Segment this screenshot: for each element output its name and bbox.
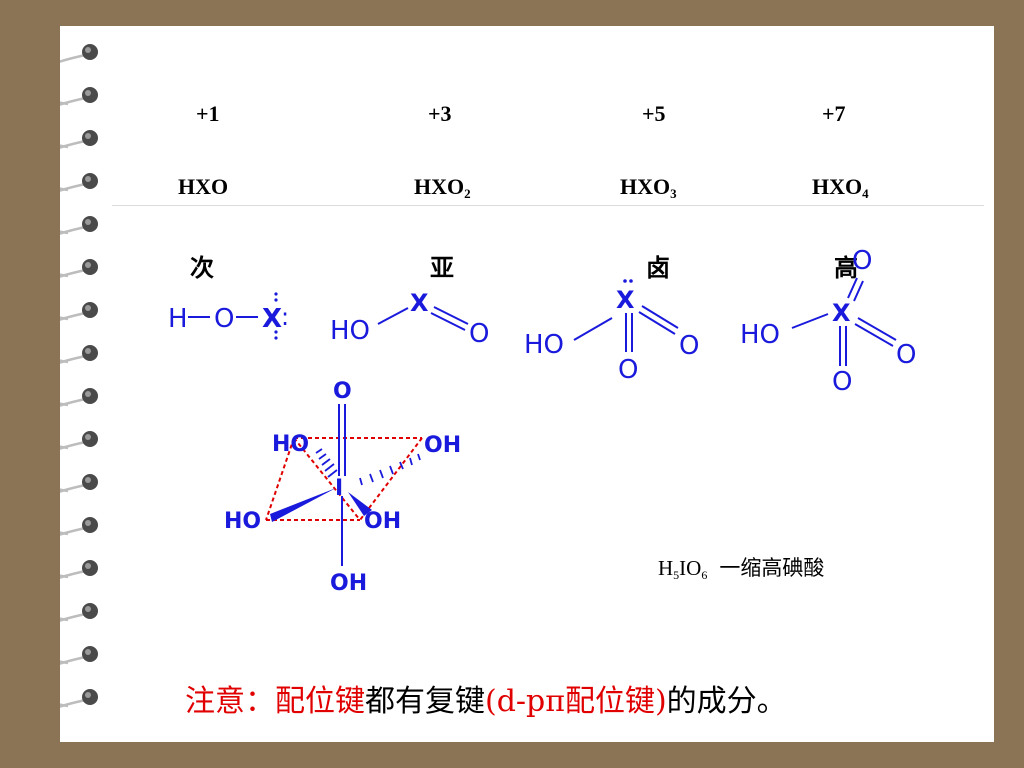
octa-hash-upper-left bbox=[315, 448, 338, 478]
binding-ring bbox=[60, 474, 98, 536]
binding-ring bbox=[60, 560, 98, 622]
per-x-o-right-bond-1 bbox=[857, 317, 897, 341]
structure-diagrams: H O X : HO X O HO X O bbox=[168, 246, 916, 596]
binding-ring bbox=[60, 259, 98, 321]
octa-oh-lower-right-label: OH bbox=[364, 509, 401, 534]
per-o-bottom-label: O bbox=[832, 367, 852, 397]
binding-ring bbox=[60, 44, 98, 106]
note-end: 的成分。 bbox=[666, 684, 787, 719]
binding-ring bbox=[60, 87, 98, 149]
per-x-o-right-bond-2 bbox=[854, 323, 894, 347]
ous-x-o-bond-1 bbox=[433, 306, 469, 325]
note-prefix: 注意： bbox=[185, 684, 275, 719]
periodic-acid-octahedral-structure: O I HO OH HO OH OH bbox=[224, 379, 461, 596]
ic-dot-1 bbox=[623, 279, 627, 283]
formula-hxo3: HXO3 bbox=[620, 174, 677, 201]
prefix-ous: 亚 bbox=[430, 256, 454, 282]
footnote: 注意：配位键都有复键(d-pπ配位键)的成分。 bbox=[185, 676, 787, 720]
binding-ring bbox=[60, 603, 98, 665]
octa-dash-diagonal bbox=[293, 437, 361, 521]
hypo-h-label: H bbox=[168, 304, 188, 334]
hypo-dot-top-2 bbox=[274, 298, 278, 302]
ic-o-right-label: O bbox=[679, 331, 699, 361]
octa-dash-left bbox=[265, 437, 295, 521]
ic-dot-2 bbox=[629, 279, 633, 283]
binding-ring bbox=[60, 130, 98, 192]
spiral-binding bbox=[60, 44, 98, 708]
divider bbox=[112, 205, 984, 206]
structure-halic: HO X O O bbox=[524, 279, 699, 385]
structure-perhalic: HO X O O O bbox=[740, 246, 916, 397]
per-x-o-up-bond-1 bbox=[847, 277, 858, 299]
binding-ring bbox=[60, 173, 98, 235]
formula-hxo: HXO bbox=[178, 174, 229, 199]
slide-page: +1 +3 +5 +7 HXO HXO2 HXO3 HXO4 次 亚 卤 高 H… bbox=[60, 26, 994, 742]
hypo-lone-pair: : bbox=[281, 303, 289, 331]
structure-halous: HO X O bbox=[330, 289, 489, 349]
oxidation-state-7: +7 bbox=[822, 101, 846, 126]
per-o-right-label: O bbox=[896, 340, 916, 370]
ous-ho-label: HO bbox=[330, 316, 370, 346]
binding-ring bbox=[60, 302, 98, 364]
oxidation-state-5: +5 bbox=[642, 101, 666, 126]
hypo-o-label: O bbox=[214, 304, 234, 334]
note-mid: 都有复键 bbox=[365, 684, 485, 719]
ic-x-o-right-bond-1 bbox=[641, 305, 679, 329]
octa-hash-upper-right bbox=[359, 453, 421, 486]
ous-x-label: X bbox=[410, 289, 429, 317]
binding-ring bbox=[60, 646, 98, 708]
note-term: 配位键 bbox=[275, 684, 365, 719]
octa-wedge-lower-right bbox=[348, 492, 372, 516]
octa-oh-bottom-label: OH bbox=[330, 571, 367, 596]
ic-x-label: X bbox=[616, 286, 635, 314]
prefix-halic: 卤 bbox=[646, 256, 670, 282]
ous-x-o-bond-2 bbox=[430, 312, 466, 331]
ous-ho-x-bond bbox=[377, 307, 409, 325]
octa-ho-upper-left-label: HO bbox=[272, 432, 309, 457]
binding-ring bbox=[60, 689, 98, 708]
per-o-top-label: O bbox=[852, 246, 872, 276]
binding-ring bbox=[60, 517, 98, 579]
ic-o-bottom-label: O bbox=[618, 355, 638, 385]
per-ho-label: HO bbox=[740, 320, 780, 350]
ic-ho-x-bond bbox=[573, 317, 613, 341]
ous-o-label: O bbox=[469, 319, 489, 349]
ic-x-o-right-bond-2 bbox=[638, 311, 676, 335]
prefix-per: 高 bbox=[834, 256, 858, 282]
per-ho-x-bond bbox=[791, 313, 829, 329]
prefix-hypo: 次 bbox=[190, 256, 214, 282]
hypo-dot-bottom-2 bbox=[274, 336, 278, 340]
octa-dash-right bbox=[359, 437, 423, 521]
per-x-label: X bbox=[832, 299, 851, 327]
ic-ho-label: HO bbox=[524, 330, 564, 360]
binding-ring bbox=[60, 388, 98, 450]
binding-ring bbox=[60, 216, 98, 278]
hypo-x-label: X bbox=[262, 304, 282, 334]
formula-hxo4: HXO4 bbox=[812, 174, 869, 201]
per-x-o-up-bond-2 bbox=[853, 280, 864, 302]
octa-o-top-label: O bbox=[333, 379, 352, 404]
hypo-dot-top-1 bbox=[274, 292, 278, 296]
formula-hxo2: HXO2 bbox=[414, 174, 471, 201]
binding-ring bbox=[60, 345, 98, 407]
structure-hypohalous: H O X : bbox=[168, 292, 289, 340]
oxidation-state-3: +3 bbox=[428, 101, 452, 126]
hypo-dot-bottom-1 bbox=[274, 330, 278, 334]
octa-wedge-lower-left bbox=[270, 488, 336, 522]
note-paren: (d-pπ配位键) bbox=[485, 684, 667, 719]
binding-ring bbox=[60, 431, 98, 493]
oxidation-state-1: +1 bbox=[196, 101, 220, 126]
octa-i-label: I bbox=[335, 476, 343, 501]
octa-oh-upper-right-label: OH bbox=[424, 433, 461, 458]
octa-ho-lower-left-label: HO bbox=[224, 509, 261, 534]
